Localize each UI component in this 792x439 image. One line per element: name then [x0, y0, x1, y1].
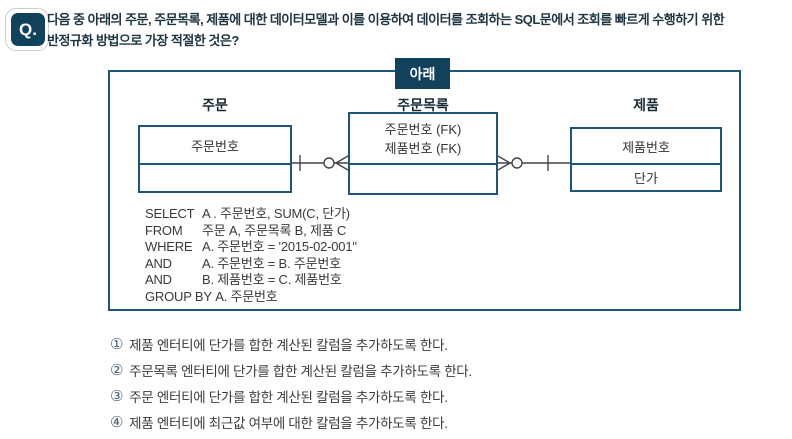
question-badge: Q.: [11, 13, 45, 46]
sql-line: FROM 주문 A, 주문목록 B, 제품 C: [145, 223, 357, 240]
sql-line: GROUP BY A. 주문번호: [145, 289, 357, 306]
sql-line: WHERE A. 주문번호 = '2015-02-001": [145, 239, 357, 256]
entity-orderlist-attr1: 주문번호 (FK): [384, 121, 462, 137]
entity-box-order: 주문번호: [138, 125, 292, 193]
entity-product-attr: 제품번호: [622, 139, 670, 155]
option-1-number: ①: [110, 336, 124, 353]
entity-box-orderlist: 주문번호 (FK) 제품번호 (FK): [348, 112, 498, 195]
sql-statement: SELECT A . 주문번호, SUM(C, 단가) FROM 주문 A, 주문목…: [145, 206, 357, 305]
entity-order-attributes: 주문번호: [140, 127, 290, 165]
sql-keyword: AND: [145, 272, 172, 287]
sql-keyword: WHERE: [145, 239, 193, 254]
sql-keyword: SELECT: [145, 206, 195, 221]
sql-line: AND A. 주문번호 = B. 주문번호: [145, 256, 357, 273]
question-text: 다음 중 아래의 주문, 주문목록, 제품에 대한 데이터모델과 이를 이용하여…: [47, 9, 725, 51]
entity-product-attr2: 단가: [634, 171, 658, 186]
below-tag: 아래: [395, 58, 450, 89]
option-1-text: 제품 엔터티에 단가를 합한 계산된 칼럼을 추가하도록 한다.: [129, 338, 448, 353]
sql-clause: B. 제품번호 = C. 제품번호: [202, 272, 342, 287]
sql-clause: A . 주문번호, SUM(C, 단가): [202, 206, 350, 221]
entity-product-body: 단가: [572, 165, 720, 190]
entity-orderlist-attributes: 주문번호 (FK) 제품번호 (FK): [350, 114, 496, 165]
below-tag-label: 아래: [409, 65, 436, 82]
entity-title-product: 제품: [633, 97, 659, 113]
entity-orderlist-attr2: 제품번호 (FK): [384, 140, 462, 156]
sql-line: SELECT A . 주문번호, SUM(C, 단가): [145, 206, 357, 223]
entity-product-attributes: 제품번호: [572, 129, 720, 165]
question-line-1: 다음 중 아래의 주문, 주문목록, 제품에 대한 데이터모델과 이를 이용하여…: [47, 12, 725, 27]
question-line-2: 반정규화 방법으로 가장 적절한 것은?: [47, 33, 239, 48]
entity-order-attr: 주문번호: [191, 138, 239, 154]
option-2-number: ②: [110, 362, 124, 379]
option-3-text: 주문 엔터티에 단가를 합한 계산된 칼럼을 추가하도록 한다.: [129, 390, 448, 405]
option-2[interactable]: ② 주문목록 엔터티에 단가를 합한 계산된 칼럼을 추가하도록 한다.: [110, 357, 472, 383]
sql-keyword: FROM: [145, 222, 183, 238]
sql-keyword: AND: [145, 255, 172, 271]
option-3[interactable]: ③ 주문 엔터티에 단가를 합한 계산된 칼럼을 추가하도록 한다.: [110, 383, 472, 409]
question-badge-outline: [5, 8, 49, 51]
sql-clause: A. 주문번호: [215, 288, 278, 304]
answer-options: ① 제품 엔터티에 단가를 합한 계산된 칼럼을 추가하도록 한다. ② 주문목…: [110, 331, 472, 435]
sql-clause: 주문 A, 주문목록 B, 제품 C: [202, 222, 347, 238]
option-2-text: 주문목록 엔터티에 단가를 합한 계산된 칼럼을 추가하도록 한다.: [129, 364, 472, 379]
sql-line: AND B. 제품번호 = C. 제품번호: [145, 272, 357, 289]
option-4-text: 제품 엔터티에 최근값 여부에 대한 칼럼을 추가하도록 한다.: [129, 416, 448, 431]
entity-title-orderlist: 주문목록: [397, 97, 449, 113]
entity-title-order: 주문: [202, 97, 228, 113]
entity-box-product: 제품번호 단가: [570, 127, 722, 192]
option-4[interactable]: ④ 제품 엔터티에 최근값 여부에 대한 칼럼을 추가하도록 한다.: [110, 409, 472, 435]
option-4-number: ④: [110, 414, 124, 431]
sql-keyword: GROUP BY: [145, 288, 212, 304]
option-3-number: ③: [110, 388, 124, 405]
option-1[interactable]: ① 제품 엔터티에 단가를 합한 계산된 칼럼을 추가하도록 한다.: [110, 331, 472, 357]
sql-clause: A. 주문번호 = '2015-02-001": [202, 239, 357, 254]
sql-clause: A. 주문번호 = B. 주문번호: [202, 255, 341, 271]
question-badge-label: Q.: [19, 19, 37, 39]
